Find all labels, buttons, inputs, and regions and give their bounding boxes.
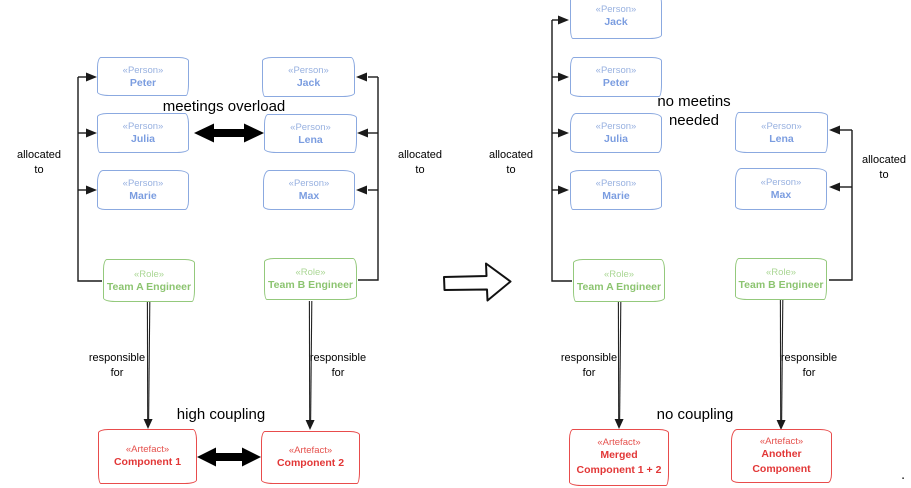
stereotype-label: «Person»: [290, 121, 331, 133]
role-name: Team B Engineer: [738, 279, 824, 291]
stereotype-label: «Person»: [122, 121, 164, 132]
artefact-name: Component 2: [276, 456, 345, 469]
role-name: Team A Engineer: [576, 280, 662, 293]
person-name: Peter: [129, 76, 157, 89]
before-person-marie: «Person» Marie: [97, 170, 189, 210]
artefact-name: Component 1: [113, 455, 182, 468]
person-name: Jack: [296, 77, 321, 89]
stereotype-label: «Person»: [595, 178, 637, 189]
person-name: Lena: [769, 132, 794, 145]
before-person-peter: «Person» Peter: [97, 57, 189, 96]
artefact-name-line1: Another: [761, 447, 802, 460]
stereotype-label: «Person»: [288, 65, 329, 76]
stereotype-label: «Artefact»: [759, 435, 804, 447]
arrowheads: [86, 15, 840, 195]
meetings-overload-arrow: [194, 123, 264, 143]
person-name: Max: [770, 189, 792, 201]
person-name: Peter: [602, 77, 630, 89]
stereotype-label: «Person»: [122, 64, 164, 76]
after-person-max: «Person» Max: [735, 168, 827, 210]
before-role-team-a: «Role» Team A Engineer: [103, 259, 195, 302]
stereotype-label: «Role»: [295, 267, 326, 278]
stereotype-label: «Artefact»: [125, 443, 170, 455]
after-person-lena: «Person» Lena: [735, 112, 828, 153]
high-coupling-label: high coupling: [176, 406, 266, 423]
before-artefact-component-1: «Artefact» Component 1: [98, 429, 197, 484]
person-name: Julia: [604, 133, 628, 145]
transform-arrow: [443, 262, 512, 302]
before-artefact-component-2: «Artefact» Component 2: [261, 431, 360, 484]
after-role-team-a: «Role» Team A Engineer: [573, 259, 665, 302]
person-name: Marie: [602, 190, 630, 202]
after-person-marie: «Person» Marie: [570, 170, 662, 210]
after-person-peter: «Person» Peter: [570, 57, 662, 97]
after-artefact-merged-component: «Artefact» Merged Component 1 + 2: [569, 429, 669, 486]
stereotype-label: «Person»: [595, 65, 637, 76]
high-coupling-arrow: [197, 447, 261, 467]
stereotype-label: «Role»: [133, 268, 165, 280]
after-artefact-another-component: «Artefact» Another Component: [731, 429, 832, 483]
stereotype-label: «Person»: [288, 178, 330, 189]
no-coupling-label: no coupling: [656, 406, 734, 423]
person-name: Max: [298, 190, 320, 202]
responsible-arrows: [146, 299, 784, 424]
meetings-overload-label: meetings overload: [162, 98, 286, 115]
before-person-julia: «Person» Julia: [97, 113, 189, 153]
before-person-max: «Person» Max: [263, 170, 355, 210]
person-name: Julia: [131, 133, 155, 145]
person-name: Jack: [604, 16, 628, 28]
artefact-name-line2: Component: [752, 462, 811, 475]
stereotype-label: «Role»: [603, 268, 635, 280]
artefact-name-line1: Merged: [600, 449, 638, 462]
before-person-lena: «Person» Lena: [264, 114, 357, 153]
stereotype-label: «Artefact»: [597, 437, 641, 449]
stereotype-label: «Person»: [761, 120, 802, 132]
person-name: Marie: [129, 190, 157, 202]
stereotype-label: «Person»: [595, 4, 637, 15]
role-name: Team A Engineer: [106, 280, 192, 293]
role-name: Team B Engineer: [268, 279, 353, 291]
stereotype-label: «Person»: [122, 178, 164, 189]
stereotype-label: «Role»: [765, 267, 797, 278]
after-person-jack: «Person» Jack: [570, 0, 662, 39]
stereotype-label: «Person»: [760, 177, 802, 188]
stereotype-label: «Person»: [595, 121, 637, 132]
after-person-julia: «Person» Julia: [570, 113, 662, 153]
person-name: Lena: [298, 133, 323, 146]
artefact-name-line2: Component 1 + 2: [576, 464, 662, 476]
before-person-jack: «Person» Jack: [262, 57, 355, 97]
before-role-team-b: «Role» Team B Engineer: [264, 258, 357, 300]
after-role-team-b: «Role» Team B Engineer: [735, 258, 827, 300]
stray-period: .: [901, 466, 906, 483]
stereotype-label: «Artefact»: [288, 444, 333, 456]
